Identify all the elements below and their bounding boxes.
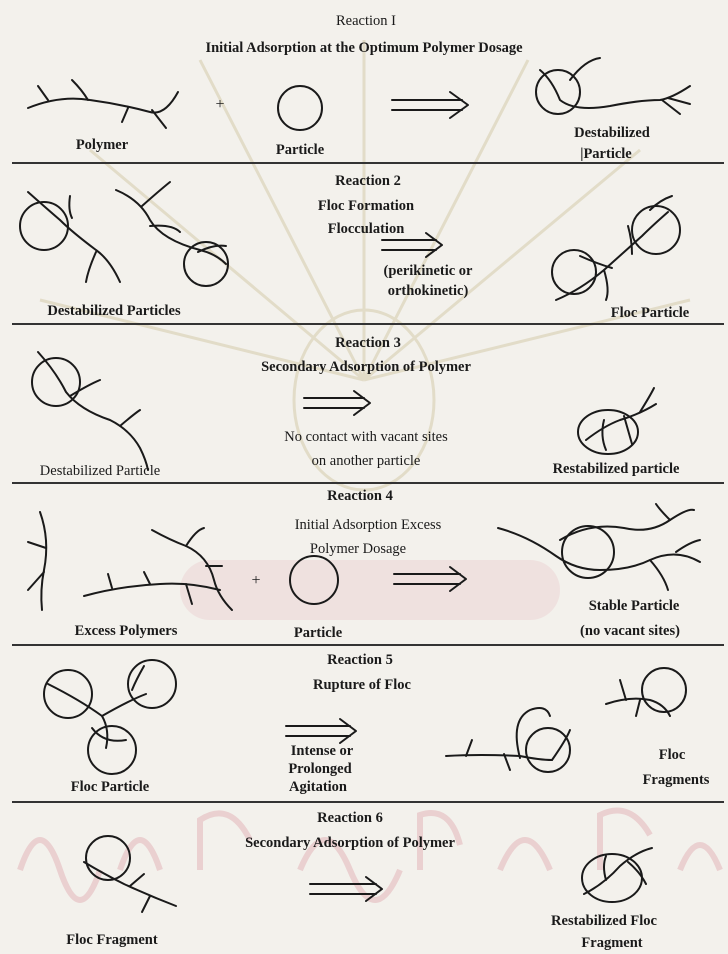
restabilized-floc-fragment	[582, 848, 652, 902]
polymer-label: Polymer	[76, 136, 128, 154]
stable-particle	[498, 504, 700, 590]
particle-circle	[290, 556, 338, 604]
reaction-note: Intense or	[291, 742, 353, 760]
product-label: Floc	[659, 746, 686, 764]
plus-sign: +	[215, 96, 224, 114]
plus-sign: +	[251, 572, 260, 590]
double-arrow	[310, 877, 382, 901]
particle-label: Particle	[276, 141, 324, 159]
reactant-label: Excess Polymers	[75, 622, 178, 640]
particle-circle	[278, 86, 322, 130]
double-arrow	[286, 719, 356, 743]
floc-particle	[44, 660, 176, 774]
reactant-label: Floc Particle	[71, 778, 150, 796]
reaction-subtitle: Secondary Adsorption of Polymer	[245, 834, 455, 852]
reaction-title: Reaction 6	[317, 809, 383, 827]
product-label: Stable Particle	[589, 597, 680, 615]
reaction-note: Prolonged	[288, 760, 351, 778]
product-label: Restabilized Floc	[551, 912, 657, 930]
product-label: Floc Particle	[611, 304, 690, 322]
reactant-label: Destabilized Particle	[40, 462, 160, 480]
reaction-note: No contact with vacant sites	[284, 428, 447, 446]
floc-fragments	[446, 668, 686, 772]
double-arrow	[392, 92, 468, 118]
particle-label: Particle	[294, 624, 342, 642]
product-label: Fragment	[581, 934, 642, 952]
restabilized-particle	[578, 388, 656, 454]
reaction-subtitle: Initial Adsorption Excess	[295, 516, 442, 534]
reaction-subtitle: Secondary Adsorption of Polymer	[261, 358, 471, 376]
reaction-title: Reaction 5	[327, 651, 393, 669]
product-label: |Particle	[580, 145, 632, 163]
floc-particle	[552, 196, 680, 300]
destabilized-particles	[20, 182, 228, 286]
double-arrow	[394, 567, 466, 591]
reaction-subtitle: Initial Adsorption at the Optimum Polyme…	[205, 39, 522, 57]
reaction-note: on another particle	[312, 452, 421, 470]
reaction-title: Reaction I	[336, 12, 396, 30]
reaction-note: orthokinetic)	[388, 282, 469, 300]
reactant-label: Destabilized Particles	[47, 302, 180, 320]
floc-fragment	[84, 836, 176, 912]
excess-polymers	[28, 512, 232, 610]
reaction-subtitle: Flocculation	[328, 220, 405, 238]
reaction-subtitle: Rupture of Floc	[313, 676, 411, 694]
reaction-subtitle: Polymer Dosage	[310, 540, 406, 558]
product-label: (no vacant sites)	[580, 622, 680, 640]
product-label: Fragments	[643, 771, 710, 789]
reaction-title: Reaction 2	[335, 172, 401, 190]
reaction-title: Reaction 3	[335, 334, 401, 352]
destabilized-particle	[32, 352, 148, 470]
reaction-title: Reaction 4	[327, 487, 393, 505]
reaction-note: (perikinetic or	[384, 262, 473, 280]
reaction-note: Agitation	[289, 778, 347, 796]
reactant-label: Floc Fragment	[66, 931, 157, 949]
destabilized-particle	[536, 58, 690, 114]
reaction-subtitle: Floc Formation	[318, 197, 414, 215]
polymer-chain	[28, 80, 178, 128]
product-label: Destabilized	[574, 124, 650, 142]
product-label: Restabilized particle	[553, 460, 680, 478]
double-arrow	[304, 391, 370, 415]
